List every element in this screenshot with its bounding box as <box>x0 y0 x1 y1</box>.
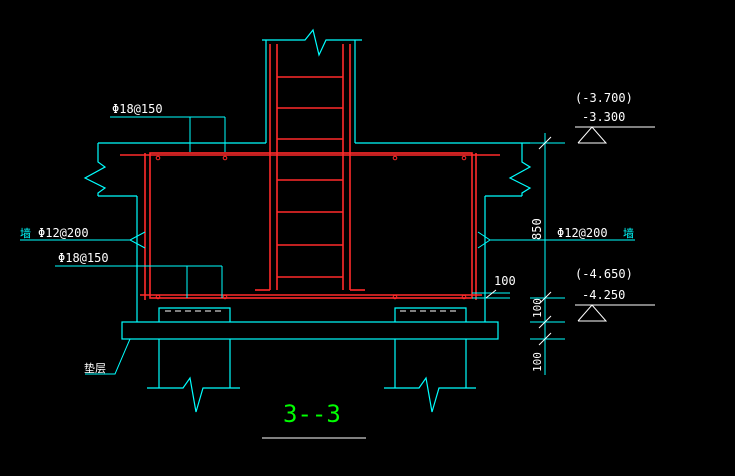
elev-lower-triangle <box>577 304 608 322</box>
label-bottom-rebar: Φ18@150 <box>58 251 109 265</box>
elev-upper-paren: (-3.700) <box>575 91 633 105</box>
pile-left-cap <box>158 307 231 322</box>
label-side-rebar-left: Φ12@200 <box>38 226 89 240</box>
rebar-dot <box>155 155 161 161</box>
section-title: 3--3 <box>283 400 341 428</box>
rebar-dots <box>155 155 467 300</box>
rebar-dot <box>392 155 398 161</box>
dim-tick-2 <box>538 291 552 305</box>
elev-upper-value: -3.300 <box>582 110 625 124</box>
left-wall-break <box>83 143 107 196</box>
pile-right-break <box>384 376 476 413</box>
dim-cover-tick <box>485 289 497 299</box>
dim-tick-1 <box>538 136 552 150</box>
elev-upper-triangle <box>577 126 608 144</box>
pile-right-cap <box>394 307 467 322</box>
dim-cover-label: 100 <box>494 274 516 288</box>
dim-height-label: 850 <box>530 218 544 240</box>
label-cushion: 垫层 <box>84 361 106 375</box>
leader-cushion <box>85 338 131 375</box>
elev-lower-value: -4.250 <box>582 288 625 302</box>
concrete-outline <box>83 28 532 413</box>
cushion-layer <box>121 321 499 340</box>
dim-tick-4 <box>538 332 552 346</box>
label-side-rebar-right: Φ12@200 <box>557 226 608 240</box>
dim-tick-3 <box>538 315 552 329</box>
column-break-line <box>262 28 362 57</box>
leader-lines <box>20 116 635 375</box>
rebar-cage <box>120 44 500 300</box>
dim-b-label: 100 <box>531 352 544 372</box>
pile-left-break <box>147 376 240 413</box>
rebar-dot <box>461 294 467 300</box>
label-side-mark-left: 墙 <box>20 226 31 240</box>
rebar-dot <box>461 155 467 161</box>
leader-side-left-arrow <box>128 231 146 249</box>
elev-lower-paren: (-4.650) <box>575 267 633 281</box>
dimension-lines <box>472 133 565 375</box>
rebar-dot <box>155 294 161 300</box>
label-side-mark-right: 墙 <box>623 226 634 240</box>
rebar-dot <box>222 294 228 300</box>
right-wall-break <box>508 143 532 196</box>
rebar-dot <box>392 294 398 300</box>
elevation-marks <box>575 126 655 322</box>
label-top-rebar: Φ18@150 <box>112 102 163 116</box>
dim-a-label: 100 <box>531 298 544 318</box>
leader-side-right-arrow <box>477 231 491 249</box>
rebar-dot <box>222 155 228 161</box>
main-stirrup <box>149 152 473 299</box>
